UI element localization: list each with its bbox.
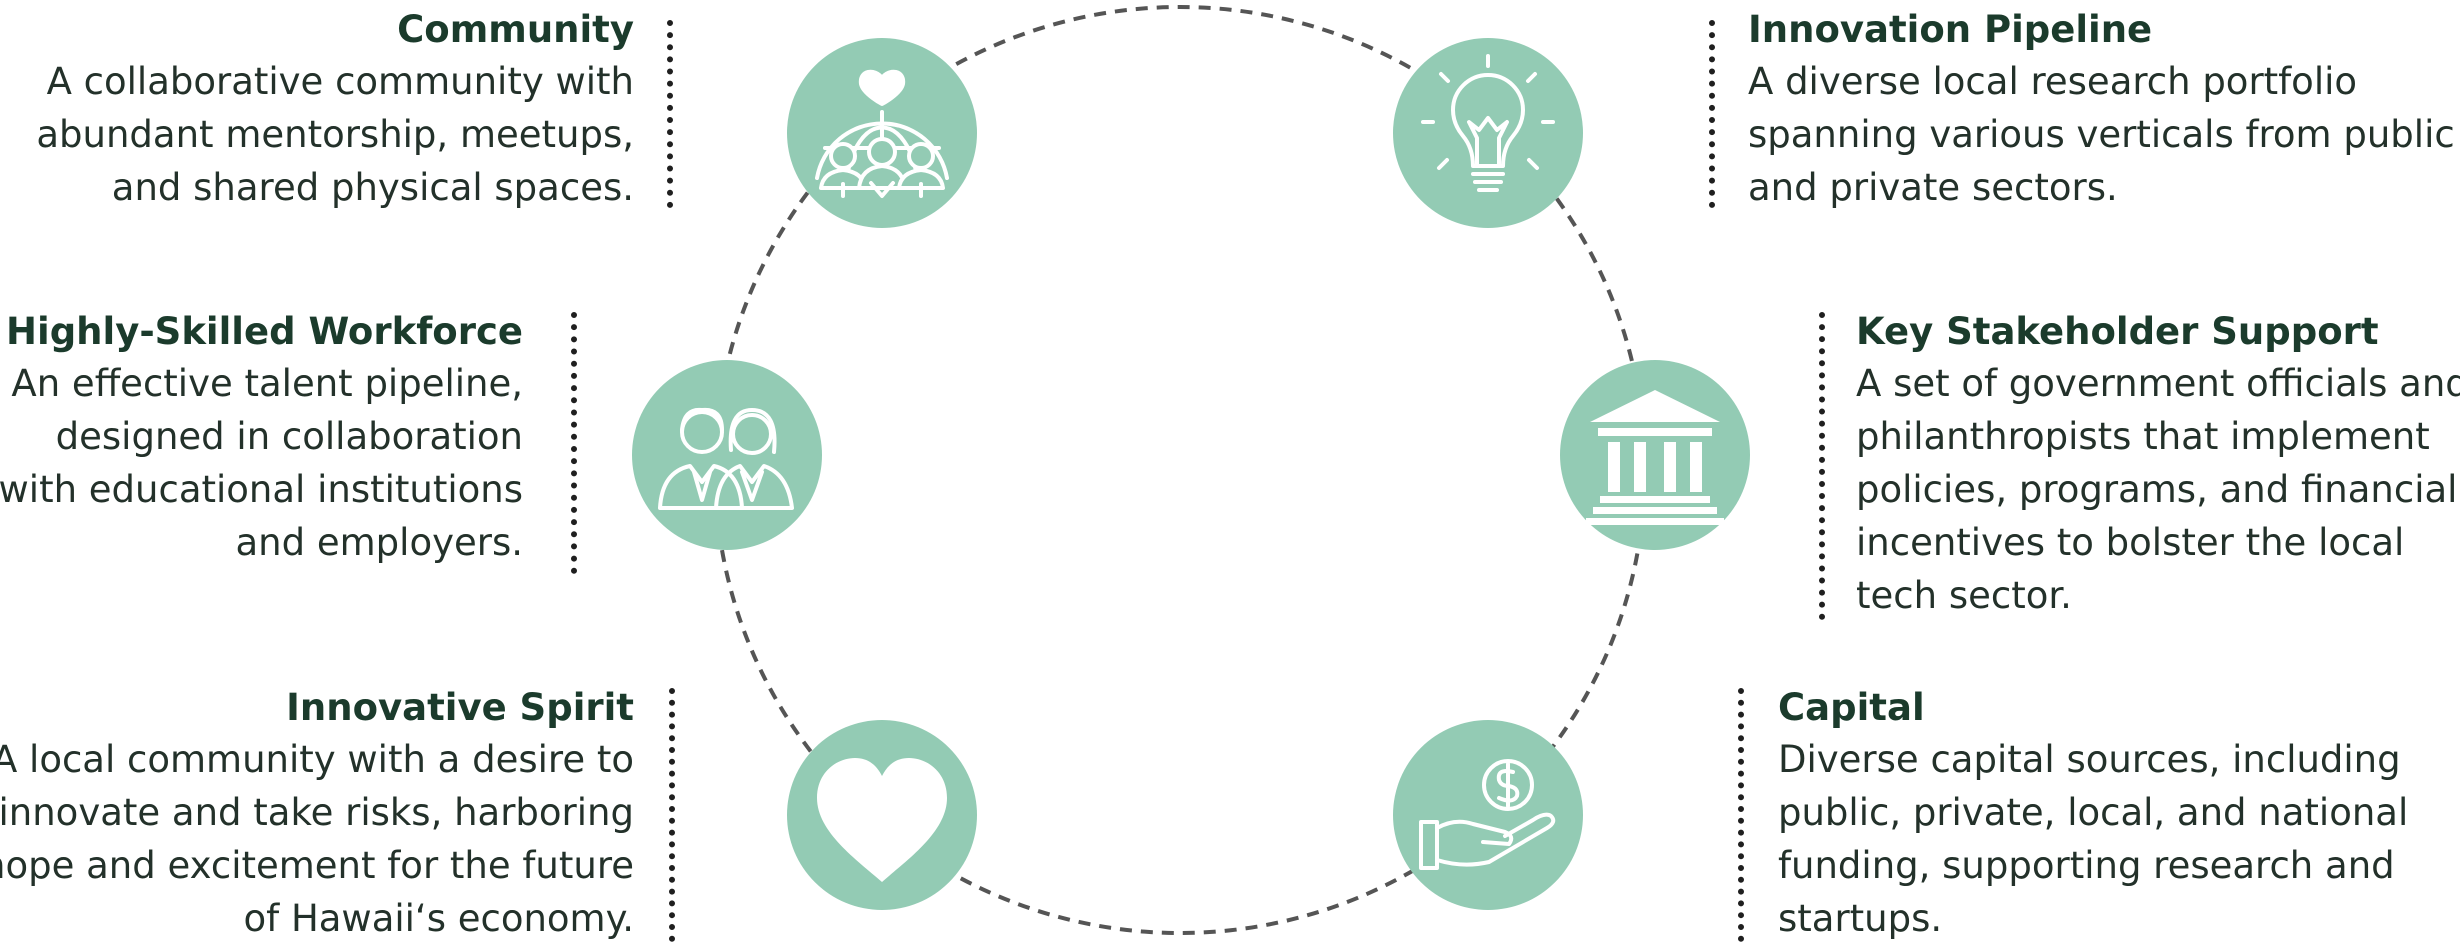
community-line-1: A collaborative community with [46,60,634,103]
stakeholder-line-1: A set of government officials and [1856,362,2460,405]
workforce-title: Highly-Skilled Workforce [6,310,523,353]
pipeline-divider [1709,20,1715,208]
stakeholder-text: Key Stakeholder Support A set of governm… [1856,307,2460,622]
stakeholder-title: Key Stakeholder Support [1856,310,2379,353]
community-text: Community A collaborative community with… [36,5,634,214]
spirit-line-4: of Hawaii‘s economy. [243,897,634,940]
pipeline-line-3: and private sectors. [1748,166,2118,209]
capital-line-1: Diverse capital sources, including [1778,738,2401,781]
spirit-divider [669,688,675,942]
community-line-3: and shared physical spaces. [111,166,634,209]
pipeline-circle [1393,38,1583,228]
workforce-line-3: with educational institutions [0,468,523,511]
community-line-2: abundant mentorship, meetups, [36,113,634,156]
stakeholder-circle [1560,360,1750,550]
stakeholder-line-2: philanthropists that implement [1856,415,2430,458]
capital-line-2: public, private, local, and national [1778,791,2409,834]
hand-money-icon [1419,759,1556,870]
pipeline-text: Innovation Pipeline A diverse local rese… [1748,5,2455,214]
spirit-line-2: innovate and take risks, harboring [0,791,634,834]
capital-line-3: funding, supporting research and [1778,844,2395,887]
people-pair-icon [658,407,794,510]
workforce-circle [632,360,822,550]
capital-divider [1738,688,1744,942]
workforce-line-4: and employers. [235,521,524,564]
capital-text: Capital Diverse capital sources, includi… [1778,683,2408,945]
capital-line-4: startups. [1778,897,1943,940]
capital-circle [1393,720,1583,910]
stakeholder-line-3: policies, programs, and financial [1856,468,2458,511]
pipeline-title: Innovation Pipeline [1748,8,2153,51]
community-circle [787,38,977,228]
spirit-line-3: hope and excitement for the future [0,844,634,887]
spirit-text: Innovative Spirit A local community with… [0,683,634,945]
pipeline-line-1: A diverse local research portfolio [1748,60,2358,103]
community-title: Community [397,8,634,51]
spirit-circle [787,720,977,910]
spirit-title: Innovative Spirit [286,686,634,729]
stakeholder-line-5: tech sector. [1856,574,2072,617]
capital-title: Capital [1778,686,1925,729]
lightbulb-icon [1421,54,1555,192]
community-divider [667,20,673,208]
workforce-text: Highly-Skilled Workforce An effective ta… [0,307,523,569]
pipeline-line-2: spanning various verticals from public [1748,113,2455,156]
heart-icon [817,758,947,882]
stakeholder-divider [1819,312,1825,620]
workforce-divider [571,312,577,574]
government-building-icon [1586,390,1724,525]
workforce-line-1: An effective talent pipeline, [11,362,523,405]
globe-people-heart-icon [815,69,949,198]
stakeholder-line-4: incentives to bolster the local [1856,521,2405,564]
spirit-line-1: A local community with a desire to [0,738,634,781]
workforce-line-2: designed in collaboration [55,415,523,458]
